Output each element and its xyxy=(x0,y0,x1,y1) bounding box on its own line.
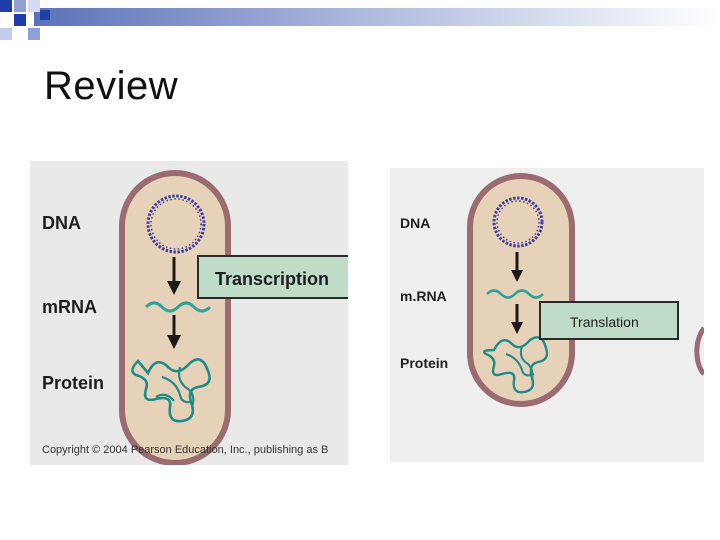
translation-label: Translation xyxy=(570,314,639,330)
protein-label: Protein xyxy=(400,355,448,371)
copyright-text: Copyright © 2004 Pearson Education, Inc.… xyxy=(42,444,328,456)
translation-box xyxy=(539,301,679,340)
slide-title: Review xyxy=(44,64,179,108)
arrow-head xyxy=(167,281,181,295)
protein-chain-fold xyxy=(505,345,535,381)
neighbor-cell-edge xyxy=(694,326,704,376)
protein-label: Protein xyxy=(42,373,104,393)
protein-chain xyxy=(131,358,211,423)
dna-plasmid-inner xyxy=(496,200,540,244)
header-square xyxy=(28,0,40,12)
dna-plasmid-inner xyxy=(150,198,202,250)
header-square xyxy=(0,0,12,12)
arrow-head xyxy=(511,322,523,334)
transcription-box xyxy=(197,255,348,299)
mrna-strand xyxy=(486,289,544,299)
dna-label: DNA xyxy=(42,213,81,233)
header-square xyxy=(14,14,26,26)
dna-plasmid xyxy=(146,194,206,254)
header-square xyxy=(0,28,12,40)
arrow-head xyxy=(511,270,523,282)
protein-chain-fold xyxy=(155,366,195,408)
transcription-label: Transcription xyxy=(215,269,329,289)
header-square xyxy=(14,0,26,12)
transcription-figure: DNA mRNA Protein Transcription Copyright… xyxy=(30,161,348,465)
header-decoration xyxy=(0,0,720,40)
translation-figure: DNA m.RNA Protein Translation xyxy=(390,168,704,462)
header-square xyxy=(28,28,40,40)
dna-plasmid xyxy=(492,196,544,248)
mrna-label: m.RNA xyxy=(400,288,447,304)
mrna-label: mRNA xyxy=(42,297,97,317)
mrna-strand xyxy=(144,301,212,313)
protein-chain xyxy=(483,336,549,394)
dna-label: DNA xyxy=(400,215,430,231)
header-square xyxy=(40,10,50,20)
arrow-head xyxy=(167,335,181,349)
